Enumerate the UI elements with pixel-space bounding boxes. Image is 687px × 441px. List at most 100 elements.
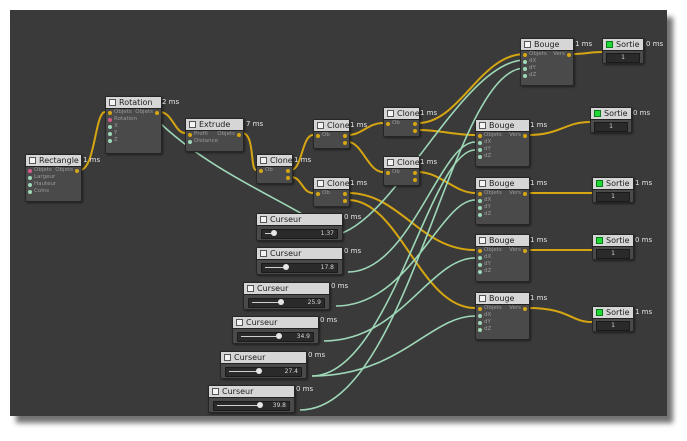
output-port[interactable] [343, 192, 347, 196]
input-port[interactable] [28, 176, 32, 180]
port-row[interactable]: Ob [384, 120, 419, 127]
enable-checkbox[interactable] [260, 250, 267, 257]
node-header[interactable]: Bouge [476, 178, 529, 190]
node-header[interactable]: Clone [314, 178, 350, 190]
enable-checkbox[interactable] [606, 41, 613, 48]
output-port[interactable] [413, 171, 417, 175]
node-header[interactable]: Curseur [244, 283, 329, 295]
input-port[interactable] [523, 53, 527, 57]
port-row[interactable]: Z [106, 137, 161, 144]
node-curseur-2[interactable]: Curseur 17.8 [256, 247, 343, 275]
enable-checkbox[interactable] [479, 180, 486, 187]
node-header[interactable]: Sortie [593, 178, 633, 190]
output-port[interactable] [523, 249, 527, 253]
node-header[interactable]: Bouge [476, 293, 529, 305]
port-row[interactable]: Ob [257, 167, 292, 174]
port-row[interactable]: dX [476, 312, 529, 319]
node-clone-3[interactable]: Clone Ob [313, 177, 350, 207]
slider-knob[interactable] [278, 299, 284, 305]
input-port[interactable] [478, 270, 482, 274]
port-row[interactable]: dY [521, 65, 573, 72]
node-header[interactable]: Sortie [593, 307, 633, 319]
enable-checkbox[interactable] [479, 295, 486, 302]
port-row[interactable]: dY [476, 261, 529, 268]
input-port[interactable] [478, 213, 482, 217]
input-port[interactable] [108, 132, 112, 136]
input-port[interactable] [478, 263, 482, 267]
enable-checkbox[interactable] [596, 180, 603, 187]
node-header[interactable]: Rectangle [26, 155, 81, 167]
node-header[interactable]: Clone [384, 108, 420, 120]
enable-checkbox[interactable] [524, 41, 531, 48]
input-port[interactable] [523, 74, 527, 78]
node-header[interactable]: Clone [314, 120, 350, 132]
enable-checkbox[interactable] [212, 388, 219, 395]
output-port[interactable] [413, 129, 417, 133]
port-row[interactable]: dY [476, 146, 529, 153]
output-port[interactable] [155, 111, 159, 115]
port-row[interactable]: Rotation [106, 116, 161, 123]
port-row[interactable]: dZ [476, 153, 529, 160]
input-port[interactable] [523, 67, 527, 71]
input-port[interactable] [316, 134, 320, 138]
node-sortie-2[interactable]: Sortie 1 [590, 107, 632, 133]
input-port[interactable] [478, 141, 482, 145]
output-port[interactable] [567, 53, 571, 57]
port-row[interactable]: Coins [26, 188, 81, 195]
node-curseur-6[interactable]: Curseur 39.8 [208, 385, 295, 413]
input-port[interactable] [28, 169, 32, 173]
port-row[interactable]: dZ [476, 326, 529, 333]
node-header[interactable]: Extrude [186, 119, 243, 131]
slider-knob[interactable] [257, 402, 263, 408]
node-curseur-1[interactable]: Curseur 1.37 [256, 213, 343, 241]
port-row[interactable]: Ob [314, 132, 349, 139]
port-row[interactable] [384, 176, 419, 183]
value-slider[interactable]: 17.8 [261, 263, 338, 273]
input-port[interactable] [478, 314, 482, 318]
node-curseur-4[interactable]: Curseur 34.9 [232, 316, 319, 344]
input-port[interactable] [478, 307, 482, 311]
node-header[interactable]: Clone [384, 157, 420, 169]
slider-knob[interactable] [271, 230, 277, 236]
node-header[interactable]: Sortie [591, 108, 631, 120]
enable-checkbox[interactable] [596, 237, 603, 244]
input-port[interactable] [28, 190, 32, 194]
input-port[interactable] [478, 199, 482, 203]
output-port[interactable] [413, 122, 417, 126]
input-port[interactable] [478, 256, 482, 260]
node-curseur-3[interactable]: Curseur 25.9 [243, 282, 330, 310]
output-port[interactable] [286, 176, 290, 180]
port-row[interactable] [314, 197, 349, 204]
output-port[interactable] [523, 307, 527, 311]
node-header[interactable]: Curseur [209, 386, 294, 398]
output-port[interactable] [413, 178, 417, 182]
node-clone-5[interactable]: Clone Ob [383, 156, 420, 186]
enable-checkbox[interactable] [224, 354, 231, 361]
node-header[interactable]: Clone [257, 155, 293, 167]
enable-checkbox[interactable] [260, 216, 267, 223]
enable-checkbox[interactable] [596, 309, 603, 316]
output-port[interactable] [343, 199, 347, 203]
slider-knob[interactable] [276, 333, 282, 339]
input-port[interactable] [478, 148, 482, 152]
port-row[interactable]: dY [476, 204, 529, 211]
output-port[interactable] [75, 169, 79, 173]
output-port[interactable] [237, 133, 241, 137]
input-port[interactable] [108, 125, 112, 129]
node-sortie-3[interactable]: Sortie 1 [592, 177, 634, 203]
enable-checkbox[interactable] [317, 180, 324, 187]
node-clone-4[interactable]: Clone Ob [383, 107, 420, 137]
value-slider[interactable]: 39.8 [213, 401, 290, 411]
output-port[interactable] [286, 169, 290, 173]
port-row[interactable]: Ob [384, 169, 419, 176]
node-header[interactable]: Curseur [257, 214, 342, 226]
node-header[interactable]: Rotation [106, 97, 161, 109]
node-header[interactable]: Bouge [476, 120, 529, 132]
port-row[interactable]: Y [106, 130, 161, 137]
